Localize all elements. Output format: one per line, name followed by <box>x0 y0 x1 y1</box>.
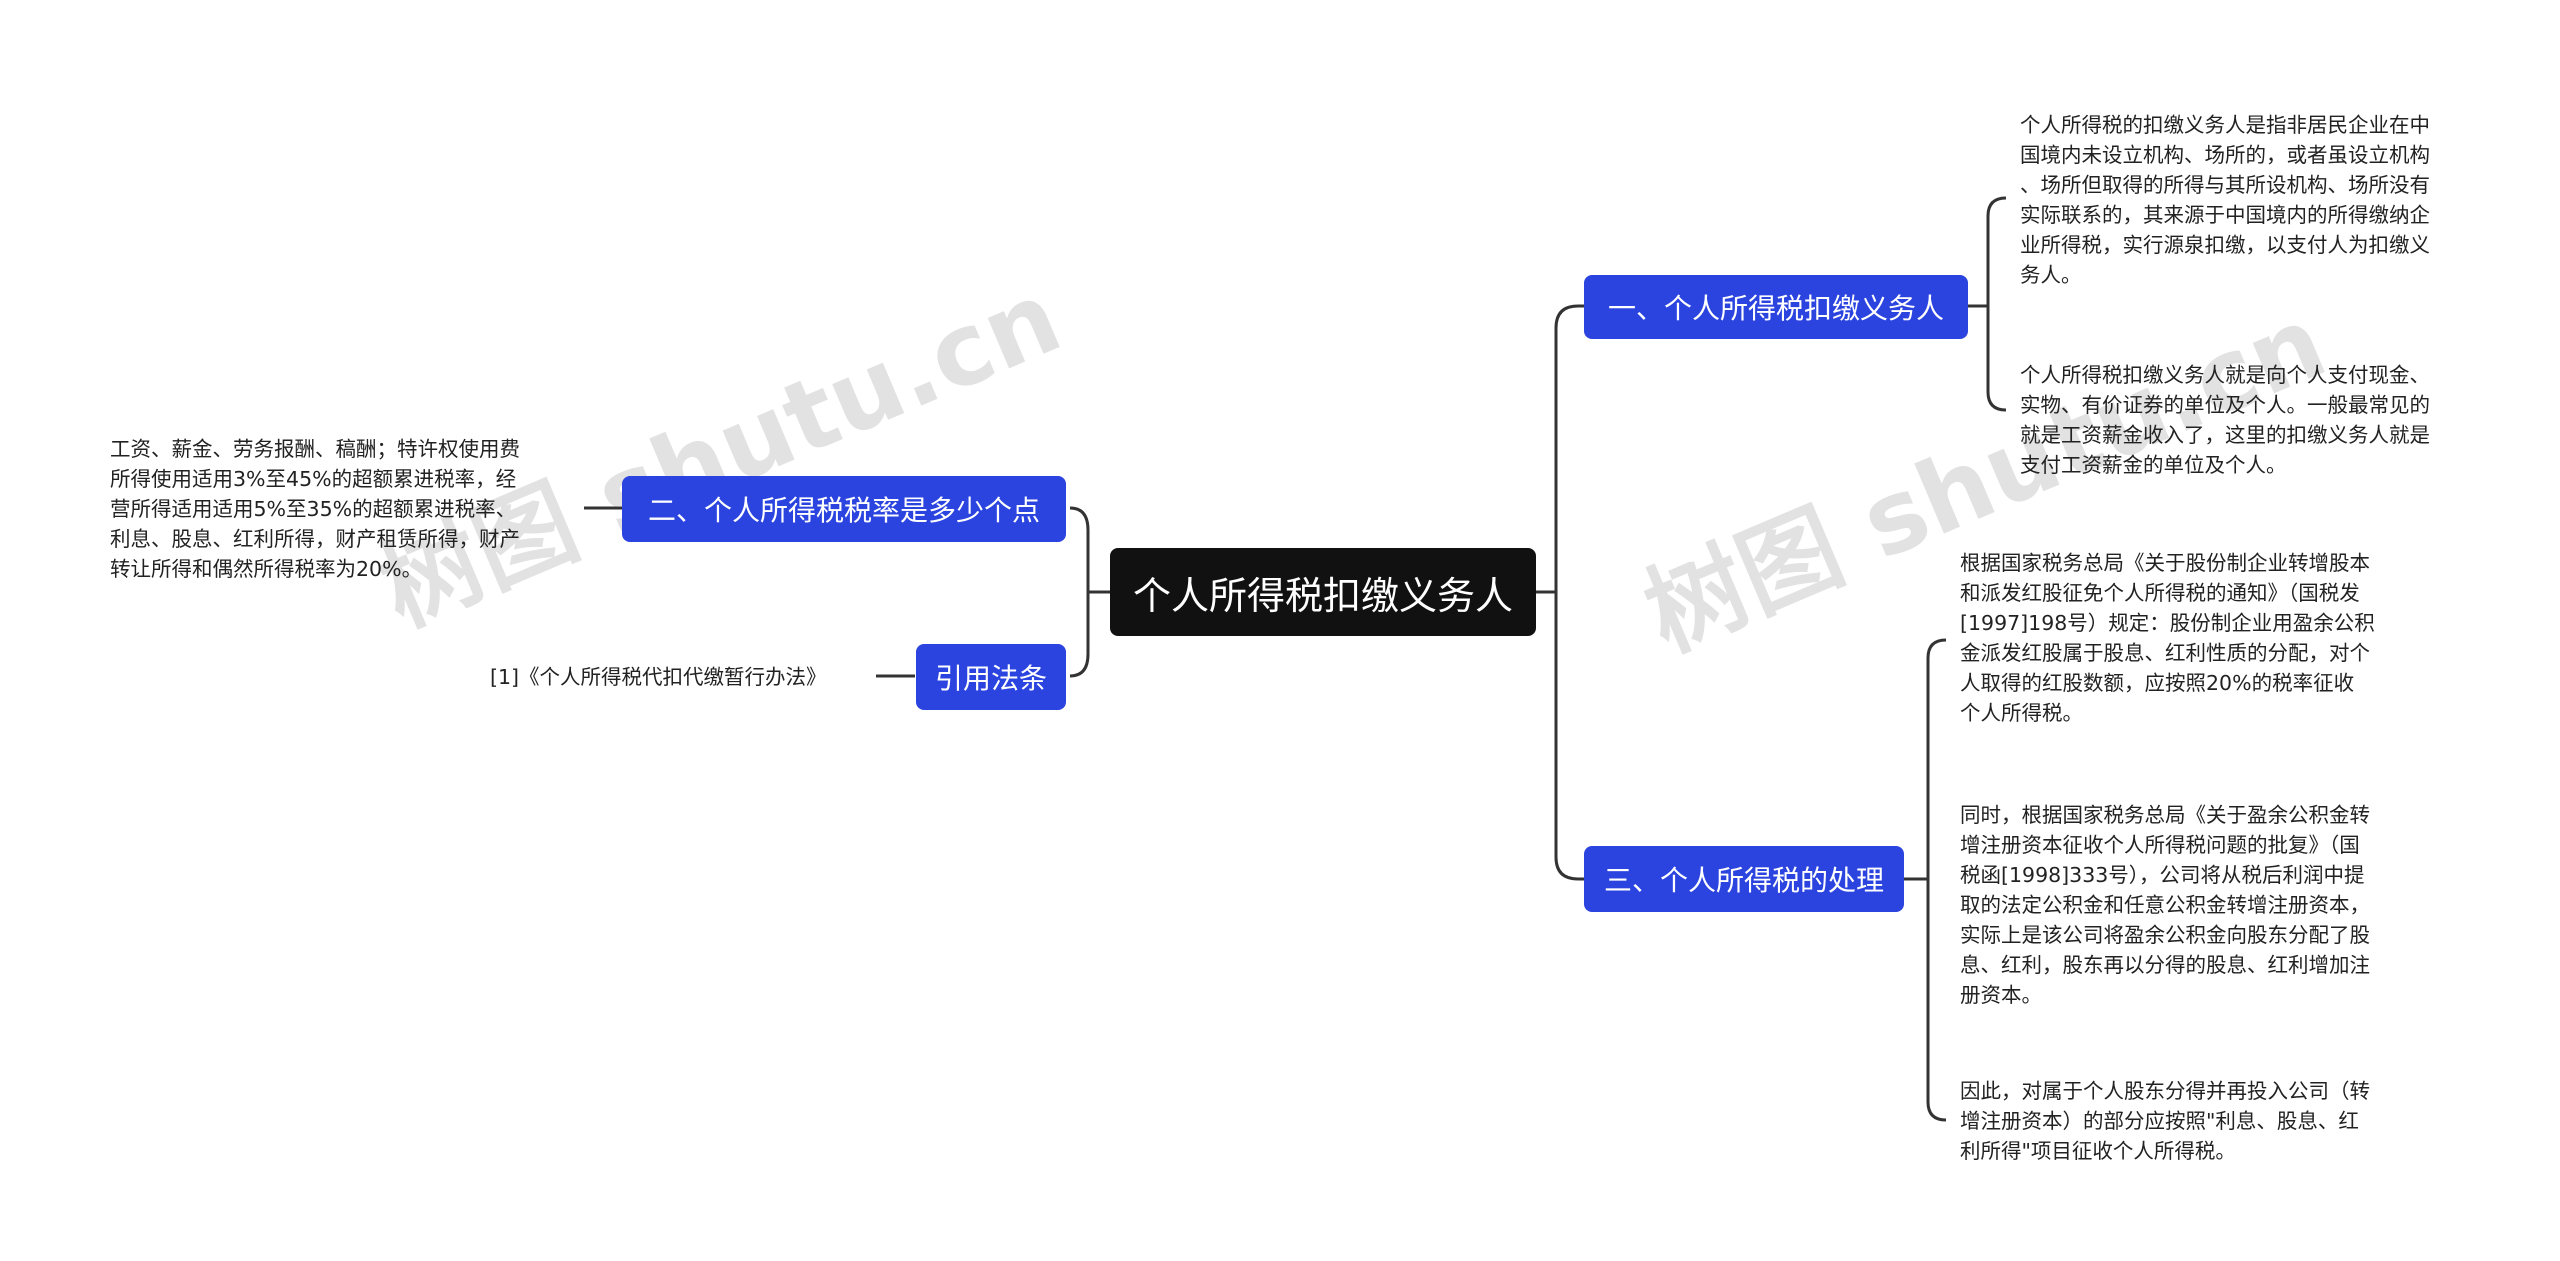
leaf-conclusion: 因此，对属于个人股东分得并再投入公司（转 增注册资本）的部分应按照"利息、股息、… <box>1960 1079 2370 1163</box>
root-node-label: 个人所得税扣缴义务人 <box>1132 573 1513 618</box>
leaf-withholding-payer: 个人所得税扣缴义务人就是向个人支付现金、 实物、有价证券的单位及个人。一般最常见… <box>2020 363 2430 477</box>
leaf-bonus-shares: 根据国家税务总局《关于股份制企业转增股本 和派发红股征免个人所得税的通知》（国税… <box>1960 551 2375 725</box>
leaf-withholding-definition: 个人所得税的扣缴义务人是指非居民企业在中 国境内未设立机构、场所的，或者虽设立机… <box>2020 113 2430 287</box>
leaf-legal-reference: [1]《个人所得税代扣代缴暂行办法》 <box>490 665 827 689</box>
branch-label: 三、个人所得税的处理 <box>1603 864 1884 897</box>
leaf-tax-rate: 工资、薪金、劳务报酬、稿酬；特许权使用费 所得使用适用3%至45%的超额累进税率… <box>110 437 520 581</box>
branch-tax-treatment[interactable]: 三、个人所得税的处理 <box>1584 846 1904 912</box>
branch-label: 引用法条 <box>934 662 1047 695</box>
branch-legal-reference[interactable]: 引用法条 <box>916 644 1066 710</box>
branch-label: 一、个人所得税扣缴义务人 <box>1607 292 1944 325</box>
branch-tax-rate[interactable]: 二、个人所得税税率是多少个点 <box>622 476 1066 542</box>
leaf-surplus-reserve: 同时，根据国家税务总局《关于盈余公积金转 增注册资本征收个人所得税问题的批复》（… <box>1960 803 2370 1007</box>
branch-withholding-agent[interactable]: 一、个人所得税扣缴义务人 <box>1584 275 1968 339</box>
branch-label: 二、个人所得税税率是多少个点 <box>647 494 1040 527</box>
root-node[interactable]: 个人所得税扣缴义务人 <box>1110 548 1536 636</box>
